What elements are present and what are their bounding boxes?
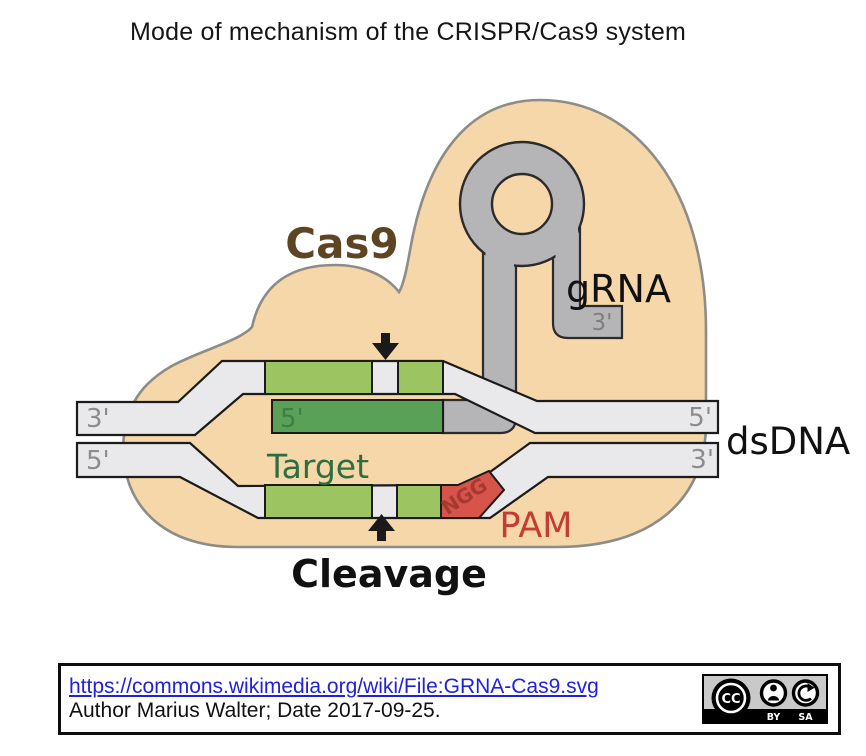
pam-label: PAM	[499, 506, 572, 546]
cleavage-label: Cleavage	[291, 552, 487, 596]
dna-top-strand	[75, 359, 720, 437]
grna-label: gRNA	[566, 267, 671, 311]
dsdna-label: dsDNA	[726, 420, 850, 463]
left-bottom-end-label: 5'	[86, 446, 110, 476]
grna-loop-joint	[555, 221, 578, 260]
grna-loop-hole	[490, 172, 554, 236]
credit-box: https://commons.wikimedia.org/wiki/File:…	[58, 663, 841, 735]
grna-3prime-label: 3'	[592, 310, 613, 336]
cc-logo-icon: CC	[711, 678, 751, 718]
source-link[interactable]: https://commons.wikimedia.org/wiki/File:…	[69, 675, 599, 698]
target-label: Target	[266, 447, 369, 486]
protospacer-segment-top-right	[397, 360, 444, 395]
right-top-end-label: 5'	[688, 403, 712, 433]
protospacer-segment-top-left	[264, 360, 373, 395]
grna-loop-joint	[485, 241, 514, 268]
cleavage-arrow-bottom	[368, 514, 395, 541]
cc-sa-arrow-icon	[791, 679, 820, 707]
protospacer-segment-bottom-right	[396, 484, 442, 519]
dna-bottom-strand	[75, 441, 720, 520]
cc-by-sa-badge: CC BY SA	[702, 674, 828, 724]
cc-by-person-icon	[759, 679, 788, 707]
cleavage-arrow-top	[372, 333, 399, 360]
author-line: Author Marius Walter; Date 2017-09-25.	[69, 699, 441, 722]
target-strand-5prime-label: 5'	[280, 404, 304, 434]
cas9-label: Cas9	[285, 219, 398, 268]
protospacer-segment-bottom-left	[264, 484, 373, 519]
target-strand-bar	[271, 399, 444, 434]
svg-text:CC: CC	[721, 692, 740, 707]
left-top-end-label: 3'	[86, 404, 110, 434]
right-bottom-end-label: 3'	[690, 445, 714, 475]
figure-title: Mode of mechanism of the CRISPR/Cas9 sys…	[129, 18, 687, 46]
cc-by-label: BY	[767, 712, 781, 723]
cc-sa-label: SA	[798, 712, 813, 723]
crispr-cas9-diagram: 3' 5' NGG 3' 5' 5' 3' Cas9 gRNA dsDNA Ta…	[75, 98, 850, 596]
pam-ngg-block	[440, 469, 506, 519]
